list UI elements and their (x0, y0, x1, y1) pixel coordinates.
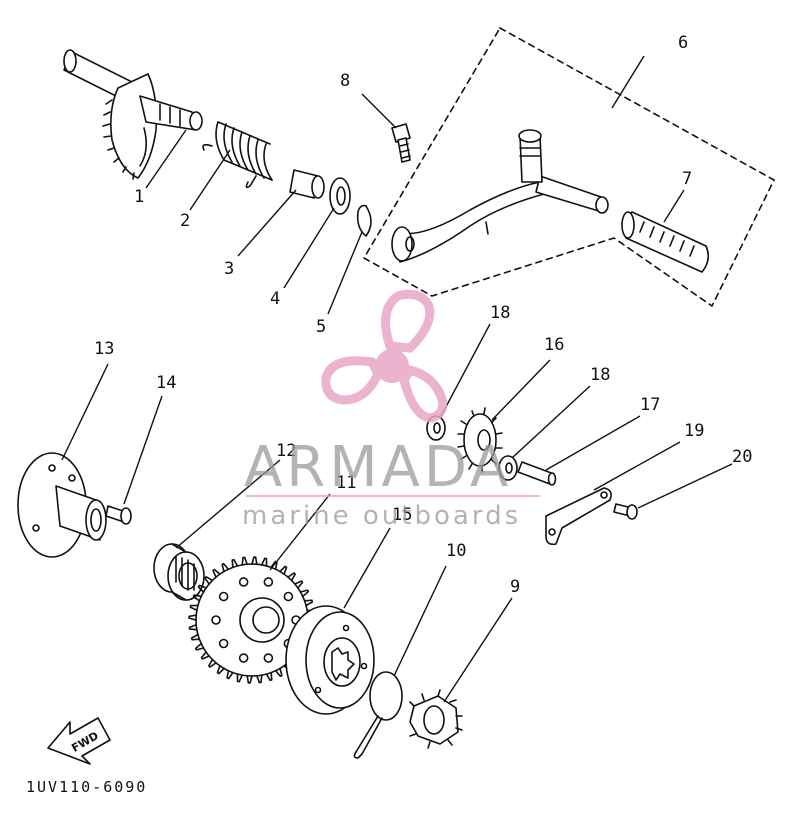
label-part-19: 19 (684, 421, 704, 441)
part-number-labels: 1 2 3 4 5 6 7 8 9 10 11 12 13 14 15 16 1… (94, 33, 752, 597)
label-part-18-upper: 18 (490, 303, 510, 323)
gear-tooth (194, 642, 205, 651)
gear-tooth (260, 557, 268, 567)
gear-hole (263, 653, 274, 663)
gear-tooth (251, 556, 258, 566)
label-part-18-lower: 18 (590, 365, 610, 385)
gear-tooth (192, 594, 203, 602)
label-part-12: 12 (276, 441, 296, 461)
part-1-kick-axle (63, 49, 203, 180)
part-17-shaft (517, 461, 557, 486)
part-12-needle-bearing (153, 543, 205, 601)
armada-propeller-logo (321, 289, 448, 423)
gear-tooth (197, 584, 207, 593)
logo-blade-left (321, 356, 383, 405)
gear-hole (218, 638, 229, 649)
gear-tooth (190, 633, 201, 641)
part-13-cover-plate (17, 452, 107, 558)
gear-tooth (216, 665, 225, 675)
gear-hole (238, 577, 249, 587)
label-part-6: 6 (678, 33, 688, 53)
part-6-kick-crank-assembly (363, 27, 775, 307)
watermark-title: ARMADA (244, 435, 512, 500)
gear-tooth (208, 658, 217, 668)
logo-blade-top (381, 289, 435, 353)
gear-hole (263, 577, 274, 587)
label-part-20: 20 (732, 447, 752, 467)
part-8-bolt (391, 123, 411, 163)
gear-hole (283, 591, 294, 602)
label-part-2: 2 (180, 211, 190, 231)
gear-tooth (200, 651, 210, 660)
part-7-grip (621, 211, 710, 273)
label-part-14: 14 (156, 373, 176, 393)
part-3-collar (289, 169, 325, 199)
gear-tooth (246, 674, 253, 684)
gear-tooth (294, 580, 304, 589)
gear-tooth (241, 556, 248, 566)
label-part-15: 15 (392, 505, 412, 525)
gear-tooth (212, 568, 221, 578)
part-18-washer-lower (498, 455, 518, 481)
logo-blade-bottom (399, 364, 448, 423)
label-part-1: 1 (134, 187, 144, 207)
label-part-5: 5 (316, 317, 326, 337)
label-part-17: 17 (640, 395, 660, 415)
gear-tooth (188, 614, 198, 621)
gear-tooth (299, 589, 310, 598)
logo-hub (375, 349, 409, 383)
part-15-clutch-housing (285, 605, 375, 715)
gear-tooth (256, 674, 263, 684)
gear-tooth (303, 599, 314, 607)
label-part-13: 13 (94, 339, 114, 359)
gear-tooth (231, 558, 239, 569)
part-10-snap-ring (353, 671, 403, 759)
label-part-3: 3 (224, 259, 234, 279)
label-part-9: 9 (510, 577, 520, 597)
gear-tooth (226, 669, 234, 680)
gear-tooth (221, 562, 230, 573)
part-14-screw (105, 505, 132, 525)
gear-tooth (188, 624, 198, 631)
gear-tooth (204, 576, 214, 585)
gear-tooth (274, 667, 283, 678)
label-part-7: 7 (682, 169, 692, 189)
label-part-8: 8 (340, 71, 350, 91)
gear-hole (211, 615, 221, 625)
label-part-11: 11 (336, 473, 356, 493)
watermark-subtitle: marine outboards (242, 501, 521, 531)
part-4-washer (329, 177, 351, 215)
gear-tooth (236, 673, 244, 683)
part-20-screw (613, 503, 638, 520)
part-19-retaining-plate (545, 487, 612, 546)
leader-lines (61, 55, 733, 703)
fwd-direction-arrow: FWD (47, 717, 111, 765)
part-5-circlip (356, 204, 372, 237)
gear-tooth (189, 604, 199, 612)
part-9-pinion-gear (409, 689, 463, 749)
label-part-4: 4 (270, 289, 280, 309)
label-part-16: 16 (544, 335, 564, 355)
gear-hole (238, 653, 249, 663)
gear-tooth (279, 565, 288, 575)
gear-tooth (265, 671, 273, 682)
part-2-spring (202, 121, 273, 189)
gear-hole (218, 591, 229, 602)
gear-tooth (287, 572, 296, 582)
label-part-10: 10 (446, 541, 466, 561)
part-16-idler-gear (457, 407, 503, 473)
diagram-code: 1UV110-6090 (26, 778, 147, 796)
